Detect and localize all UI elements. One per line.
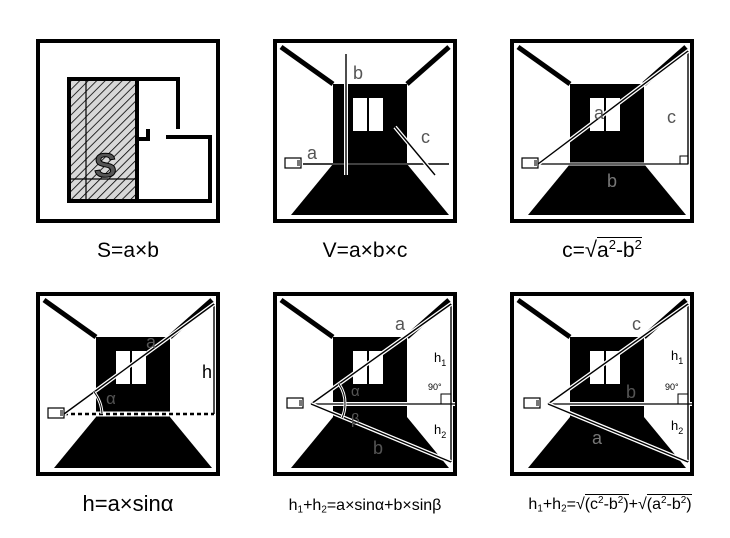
formula-two-angles: h1+h2=a×sinα+b×sinβ [288,497,442,516]
label-h2: h2 [434,422,446,440]
ceiling-edge-left [279,44,335,87]
ceiling-edge-right [405,45,451,86]
label-a: a [307,143,318,163]
floor [528,417,686,468]
angle-arc-beta [341,403,346,419]
measure-c-line [547,303,689,405]
panel-volume: b a c [273,39,457,223]
label-right-angle: 90° [428,382,442,392]
label-a: a [592,428,603,448]
formula-volume: V=a×b×c [322,239,408,262]
window [353,98,367,131]
angle-arc [93,391,103,415]
label-b: b [373,438,383,458]
label-alpha: α [351,383,360,400]
measure-a-line [310,303,452,405]
measure-a-line [537,50,689,165]
label-c: c [667,107,676,127]
hatched-area [67,77,139,203]
ceiling-edge-left [516,297,572,340]
ceiling-edge-left [516,44,572,87]
angle-arc-alpha [338,383,346,405]
formula-area: S=a×b [97,239,159,262]
label-right-angle: 90° [665,382,679,392]
panel-pythagoras: a c b [510,39,694,223]
ceiling-edge-left [42,297,98,340]
floor [528,164,686,215]
measure-a-line [63,303,215,415]
area-label: S [94,147,117,185]
panel-two-pythagoras: c b a h1 h2 90° [510,292,694,476]
label-h1: h1 [434,350,446,368]
measure-b-line [310,403,452,463]
ceiling-edge-left [279,297,335,340]
label-a: a [594,103,605,123]
label-h2: h2 [671,418,683,436]
label-b: b [353,63,363,83]
label-alpha: α [106,389,116,408]
measure-a-line [547,403,689,463]
floor [54,417,212,468]
label-b: b [626,382,636,402]
formula-two-pythagoras: h1+h2=√(c2-b2)+√(a2-b2) [528,493,692,515]
label-a: a [146,332,157,352]
floor-plan-wall [137,77,180,129]
panel-area: S [36,39,220,223]
floor [291,164,449,215]
measure-c-line [394,126,436,176]
formula-height-sine: h=a×sinα [82,491,174,516]
panel-two-angles: a b α β h1 h2 90° [273,292,457,476]
formula-pythagoras: c=√a2-b2 [562,236,642,262]
label-h1: h1 [671,348,683,366]
floor [291,417,449,468]
label-c: c [421,127,430,147]
label-c: c [632,314,641,334]
panel-height-sine: a h α [36,292,220,476]
label-b: b [607,171,617,191]
label-a: a [395,314,406,334]
label-h: h [202,362,212,382]
label-beta: β [351,411,360,428]
